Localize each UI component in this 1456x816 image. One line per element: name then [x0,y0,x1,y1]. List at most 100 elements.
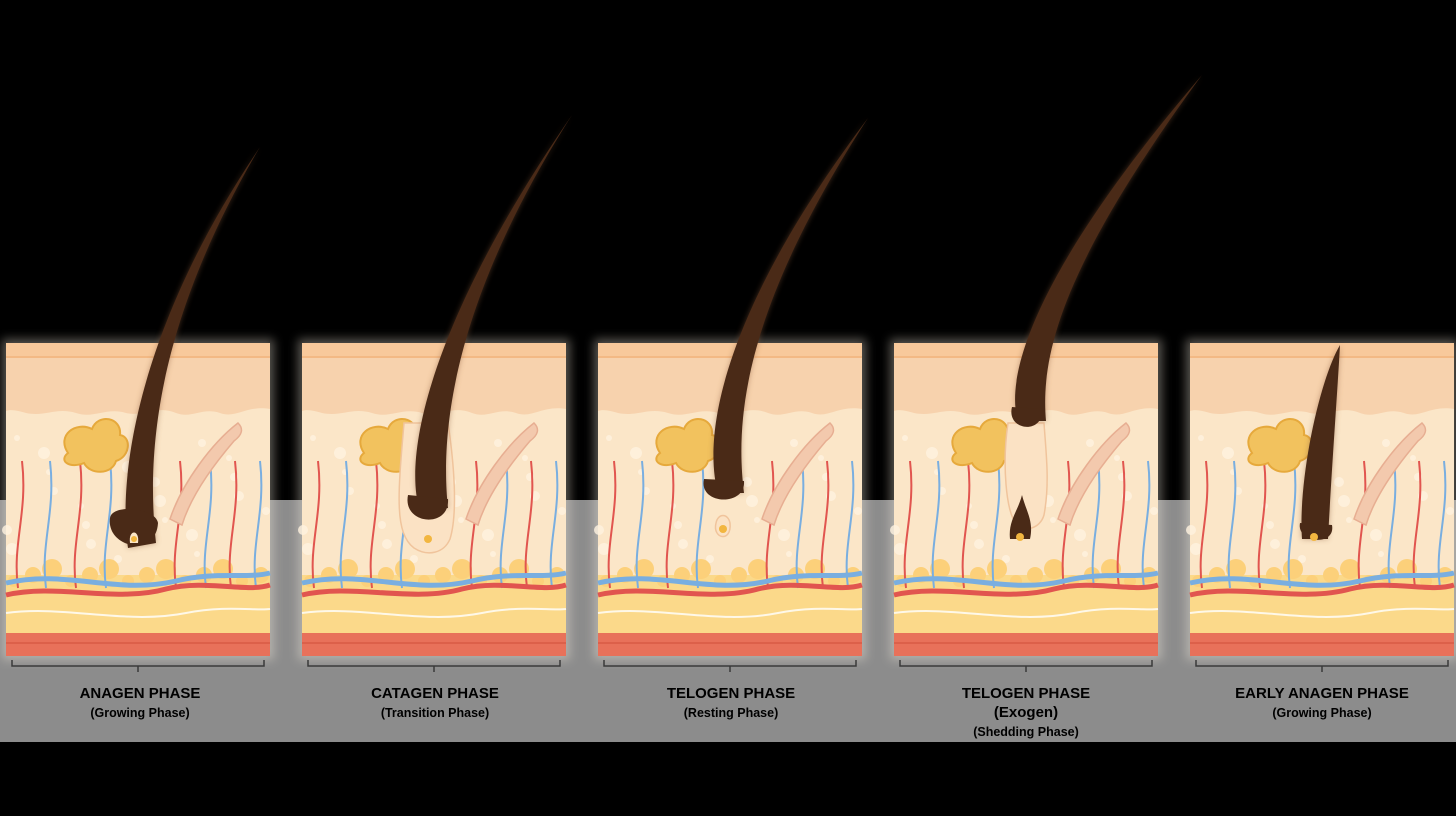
cell-dot [742,477,752,487]
cell-dot [902,435,908,441]
cell-dot [1150,507,1158,515]
artery-main [893,582,1159,598]
vein-main [597,570,863,588]
fat-cell [1226,559,1246,579]
cell-dot [1190,543,1202,555]
fat-cell [395,559,415,579]
hair-bulb [1299,523,1333,540]
artery-main [597,582,863,598]
vein-main [5,570,271,588]
dermal-papilla [1310,533,1318,541]
skin-section-catagen [298,115,572,660]
cell-dot [1346,517,1352,523]
cell-dot [490,551,496,557]
cell-dot [974,539,984,549]
cell-dot [926,447,938,459]
papilla-core [131,536,137,542]
cell-dot [598,543,610,555]
cell-dot [298,525,308,535]
cell-dot [678,539,688,549]
fat-cell [338,559,358,579]
cell-dot [226,455,232,461]
cell-dot [674,521,682,529]
cell-dot [1050,517,1056,523]
cell-dot [630,447,642,459]
arrector-pili-muscle [1057,422,1131,527]
muscle-layer [6,633,270,656]
vein-capillary [991,460,1001,589]
cell-dot [754,517,760,523]
fat-cell [435,567,451,583]
fat-cell [452,559,472,579]
cell-dot [970,521,978,529]
cell-dot [778,529,790,541]
club-hair-bulb [703,479,745,500]
hair-shaft [415,115,572,511]
fat-cell [930,559,950,579]
cell-dot [1222,447,1234,459]
vein-capillary [499,460,509,589]
new-hair-germ [1009,495,1032,539]
artery-capillary [1357,460,1367,589]
skin-section-early [1186,339,1456,660]
vein-capillary [203,460,213,589]
cell-dot [594,525,604,535]
club-hair-bulb [1011,407,1043,427]
fat-cell [987,559,1007,579]
vein-capillary [635,460,645,589]
arrector-pili-muscle [465,422,539,527]
artery-capillary [665,460,675,589]
fat-cell [156,559,176,579]
hair-bulb [109,508,158,546]
vein-capillary [795,460,805,589]
cell-dot [1334,477,1344,487]
cell-dot [1410,455,1416,461]
artery-capillary [1199,460,1209,589]
fascia-line [5,607,271,618]
vein-main [893,570,1159,588]
fat-cell [1044,559,1064,579]
artery-main [301,582,567,598]
cell-dot [746,495,758,507]
fat-cell [1340,559,1360,579]
cell-dot [194,551,200,557]
vein-main [301,570,567,588]
vein-capillary [339,460,349,589]
cell-dot [382,539,392,549]
cell-dot [410,555,418,563]
cell-dot [262,507,270,515]
cell-dot [1198,435,1204,441]
artery-capillary [961,460,971,589]
fascia-line [1189,607,1455,618]
artery-capillary [15,460,25,589]
cell-dot [1186,525,1196,535]
cell-dot [2,525,12,535]
cell-dot [302,543,314,555]
cell-dot [1338,495,1350,507]
vein-main [1189,570,1455,588]
dermal-papilla [719,525,727,533]
cell-dot [854,507,862,515]
dermal-papilla [1016,533,1024,541]
vein-capillary [43,460,53,589]
artery-capillary [173,460,183,589]
fat-cell [42,559,62,579]
fat-cell [748,559,768,579]
cell-dot [522,455,528,461]
sebaceous-gland [63,418,129,473]
cell-dot [1086,439,1094,447]
fat-cell [1283,559,1303,579]
cell-dot [1298,555,1306,563]
artery-capillary [1257,460,1267,589]
fat-cell [99,559,119,579]
artery-capillary [469,460,479,589]
artery-capillary [369,460,379,589]
cell-dot [82,521,90,529]
skin-section-exogen [890,75,1202,660]
muscle-layer [598,633,862,656]
hair-shaft [1015,75,1202,421]
fat-cell [139,567,155,583]
phase-panels [2,75,1456,672]
fat-cell [691,559,711,579]
cell-dot [894,543,906,555]
